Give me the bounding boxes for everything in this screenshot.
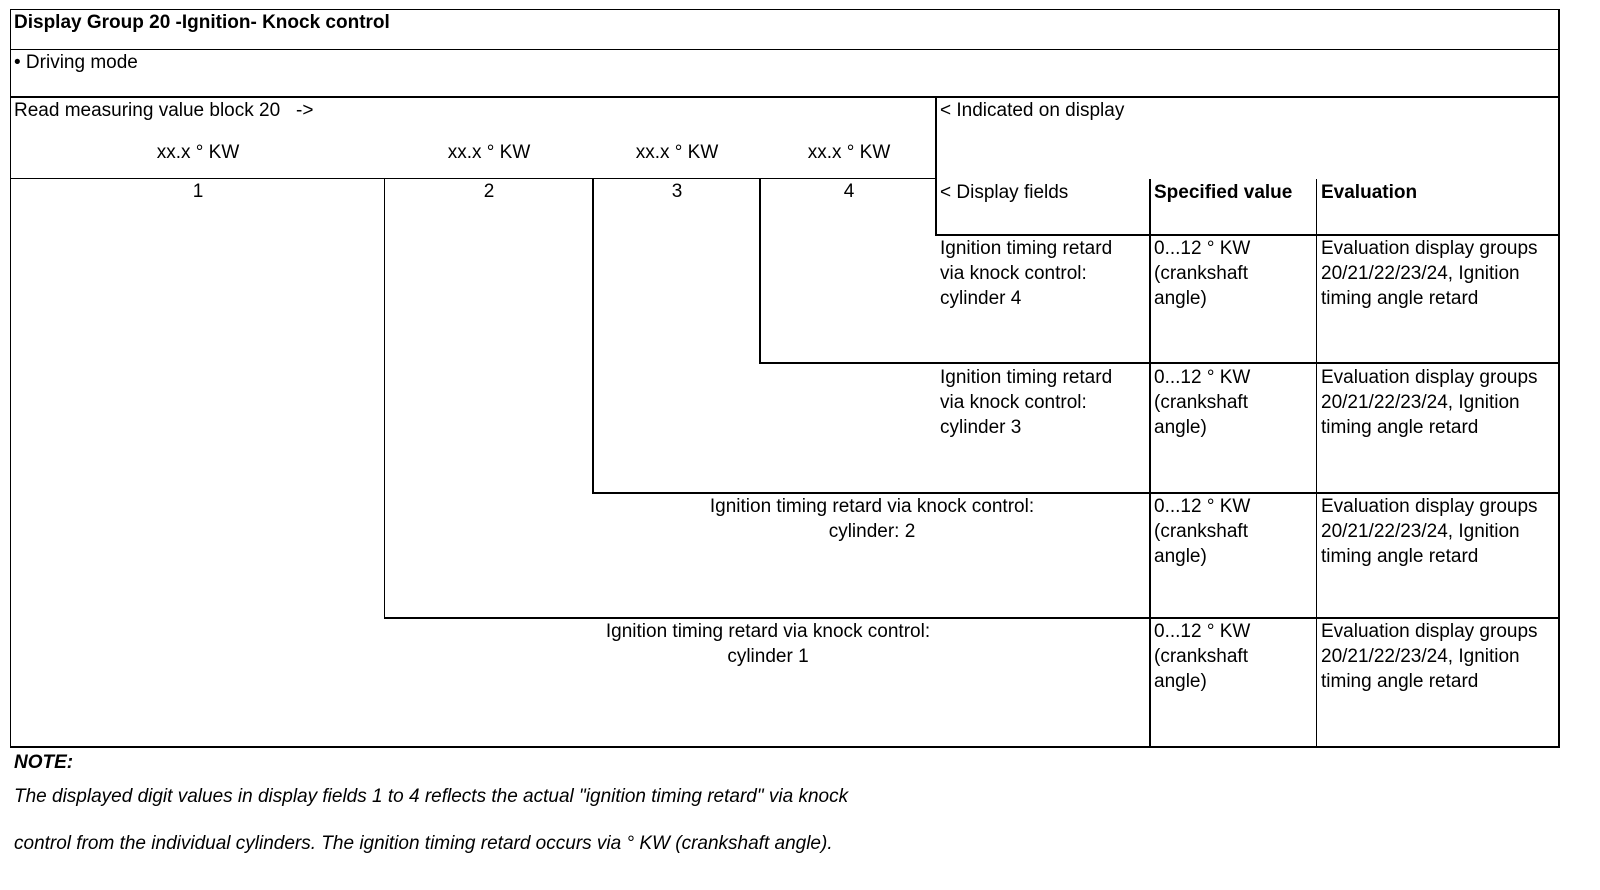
divider-indicated <box>935 97 937 235</box>
field-number-2: 2 <box>483 181 495 202</box>
row-1-description-line1: Ignition timing retard via knock control… <box>605 621 931 642</box>
border-header <box>935 234 1560 236</box>
border-values <box>10 178 937 179</box>
display-value-3: xx.x ° KW <box>635 142 719 163</box>
bracket-field-3-v <box>592 178 594 494</box>
border-top <box>10 9 1560 10</box>
header-specified-value: Specified value <box>1154 182 1293 203</box>
border-condition <box>10 96 1560 98</box>
bracket-field-4-h <box>759 362 1560 364</box>
row-3-description: Ignition timing retard via knock control… <box>940 367 1113 438</box>
row-1-specified: 0...12 ° KW (crankshaft angle) <box>1154 621 1251 692</box>
row-4-description: Ignition timing retard via knock control… <box>940 238 1113 309</box>
row-1-evaluation: Evaluation display groups 20/21/22/23/24… <box>1321 621 1538 692</box>
bracket-field-4-v <box>759 178 761 364</box>
header-display-fields: < Display fields <box>940 182 1069 203</box>
row-4-evaluation: Evaluation display groups 20/21/22/23/24… <box>1321 238 1538 309</box>
note-heading: NOTE: <box>14 752 74 773</box>
row-3-evaluation: Evaluation display groups 20/21/22/23/24… <box>1321 367 1538 438</box>
bracket-field-3-h <box>592 492 1560 494</box>
field-number-4: 4 <box>843 181 855 202</box>
border-title <box>10 49 1560 50</box>
bracket-field-2-h <box>384 617 1560 619</box>
border-left <box>10 9 11 748</box>
row-2-specified: 0...12 ° KW (crankshaft angle) <box>1154 496 1251 567</box>
page-title: Display Group 20 -Ignition- Knock contro… <box>14 12 390 33</box>
row-2-description-line2: cylinder: 2 <box>828 521 916 542</box>
field-number-3: 3 <box>671 181 683 202</box>
note-line-1: The displayed digit values in display fi… <box>14 786 849 807</box>
header-evaluation: Evaluation <box>1321 182 1418 203</box>
display-value-2: xx.x ° KW <box>447 142 531 163</box>
note-line-2: control from the individual cylinders. T… <box>14 833 833 854</box>
row-1-description-line2: cylinder 1 <box>727 646 809 667</box>
row-2-description-line1: Ignition timing retard via knock control… <box>709 496 1035 517</box>
indicated-label: < Indicated on display <box>940 100 1125 121</box>
row-2-evaluation: Evaluation display groups 20/21/22/23/24… <box>1321 496 1538 567</box>
display-value-1: xx.x ° KW <box>156 142 240 163</box>
divider-specified <box>1149 179 1151 748</box>
row-4-specified: 0...12 ° KW (crankshaft angle) <box>1154 238 1251 309</box>
block-label: Read measuring value block 20 -> <box>14 100 314 121</box>
display-value-4: xx.x ° KW <box>807 142 891 163</box>
condition-text: • Driving mode <box>14 52 138 73</box>
border-right <box>1558 9 1560 748</box>
row-3-specified: 0...12 ° KW (crankshaft angle) <box>1154 367 1251 438</box>
bracket-field-2-v <box>384 178 385 619</box>
border-bottom <box>10 746 1560 748</box>
field-number-1: 1 <box>192 181 204 202</box>
divider-evaluation <box>1316 179 1317 748</box>
